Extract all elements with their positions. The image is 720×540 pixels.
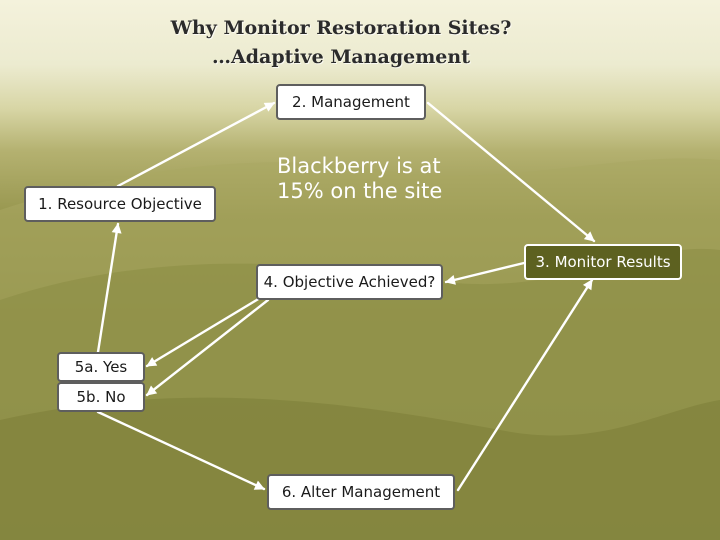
arrow-monitor-to-achieved <box>444 261 526 285</box>
arrow-resource-to-management <box>116 101 276 188</box>
node-monitor-results: 3. Monitor Results <box>524 244 682 280</box>
node-management: 2. Management <box>276 84 426 120</box>
node-alter-management: 6. Alter Management <box>267 474 455 510</box>
arrow-management-to-monitor <box>426 101 596 243</box>
title-line-1: Why Monitor Restoration Sites? <box>170 17 512 39</box>
node-no: 5b. No <box>57 382 145 412</box>
arrow-alter-to-monitor <box>456 278 594 492</box>
blackberry-note: Blackberry is at 15% on the site <box>277 154 443 203</box>
node-objective-achieved: 4. Objective Achieved? <box>256 264 443 300</box>
node-yes: 5a. Yes <box>57 352 145 382</box>
arrow-yes-to-resource <box>96 222 122 354</box>
arrow-achieved-to-no <box>145 298 270 397</box>
node-resource-objective: 1. Resource Objective <box>24 186 216 222</box>
arrow-achieved-to-yes <box>145 296 262 368</box>
arrow-no-to-alter <box>96 410 266 491</box>
title-line-2: …Adaptive Management <box>212 46 470 68</box>
